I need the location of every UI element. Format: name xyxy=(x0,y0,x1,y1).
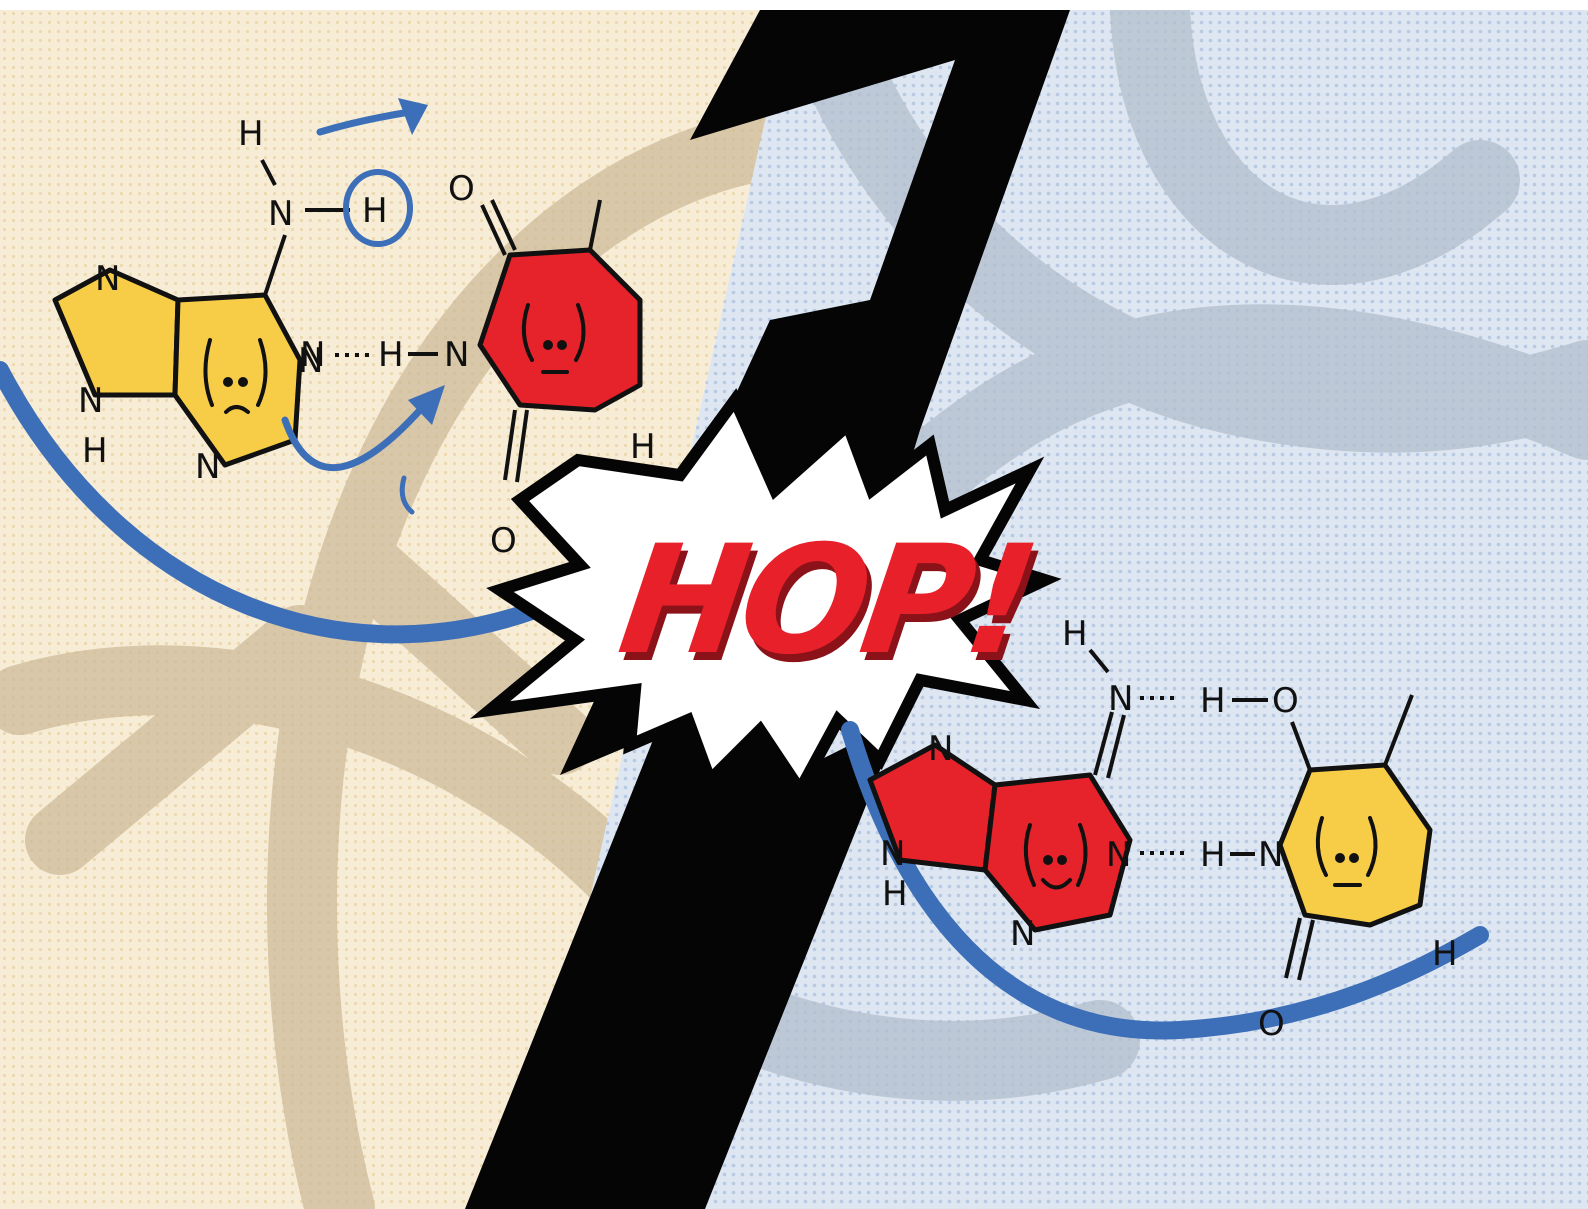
purine-label-2: N xyxy=(298,341,323,381)
imine-double-1 xyxy=(1093,711,1114,776)
electron-arrow xyxy=(281,406,424,472)
pyrimidine-label-2: O xyxy=(490,521,517,561)
purine-label-4: N xyxy=(78,381,103,421)
left-pyrimidine-ring xyxy=(477,247,643,413)
bond-label-3: N xyxy=(444,335,469,375)
electron-arrow-head xyxy=(408,385,445,425)
imine-h-bond xyxy=(1088,648,1110,674)
imine-label-2: N xyxy=(1108,679,1133,719)
right-purine-label-4: H xyxy=(882,874,908,914)
purine-label-3: N xyxy=(195,447,220,487)
right-oh-bond xyxy=(1290,721,1312,771)
bond-label-2: H xyxy=(378,335,404,375)
pyrimidine-label-3: H xyxy=(630,427,656,467)
amine-label-3: H xyxy=(362,191,388,231)
proton-arrow-head xyxy=(398,98,428,135)
proton-circle xyxy=(343,169,413,247)
right-base-pair: N N N H H N H O N H N O H xyxy=(841,614,1489,1044)
imine-label-4: O xyxy=(1272,681,1299,721)
pyrimidine-label-1: O xyxy=(448,169,475,209)
right-purine-face xyxy=(1023,823,1088,890)
amine-label-2: N xyxy=(268,194,293,234)
left-base-pair: N N N N H H N H N H N xyxy=(0,98,656,644)
purine-label-5: H xyxy=(82,431,108,471)
imine-label-3: H xyxy=(1200,681,1226,721)
right-carbonyl-2 xyxy=(1297,919,1315,981)
carbonyl-bottom-2 xyxy=(515,409,529,483)
right-pyrimidine-label-2: H xyxy=(1432,934,1458,974)
amine-h-bond xyxy=(260,159,277,186)
burst-star xyxy=(469,388,1062,802)
right-carbonyl-1 xyxy=(1284,917,1302,979)
left-purine-face xyxy=(203,338,268,414)
right-pyrimidine-face xyxy=(1315,816,1378,887)
carbonyl-top-1 xyxy=(480,204,507,256)
right-bond-label-2: H xyxy=(1200,835,1226,875)
right-purine-label-3: N xyxy=(880,834,905,874)
bond-label-1: N xyxy=(300,335,325,375)
carbonyl-top-2 xyxy=(490,199,517,251)
right-methyl-bond xyxy=(1383,694,1414,766)
right-bond-label-1: N xyxy=(1106,835,1131,875)
right-pyrimidine-ring xyxy=(1277,762,1433,928)
imine-double-2 xyxy=(1106,714,1126,779)
hop-burst: HOP! HOP! xyxy=(469,388,1062,802)
right-purine-label-2: N xyxy=(1010,914,1035,954)
purine-label-1: N xyxy=(95,259,120,299)
imine-label-1: H xyxy=(1062,614,1088,654)
right-purine-label-1: N xyxy=(928,729,953,769)
amine-label-1: H xyxy=(238,114,264,154)
hop-text: HOP! xyxy=(610,513,1042,688)
hop-text-shadow: HOP! xyxy=(615,521,1047,696)
proton-transfer-arrow xyxy=(316,108,414,136)
carbonyl-bottom-1 xyxy=(503,409,517,481)
right-purine-six-ring xyxy=(982,772,1133,933)
left-pyrimidine-face xyxy=(521,303,586,374)
electron-mark xyxy=(399,475,415,515)
right-pyrimidine-label-1: O xyxy=(1258,1004,1285,1044)
top-edge xyxy=(0,0,1588,10)
left-backbone xyxy=(0,361,569,644)
methyl-bond xyxy=(588,199,602,251)
amine-bond xyxy=(263,234,287,296)
